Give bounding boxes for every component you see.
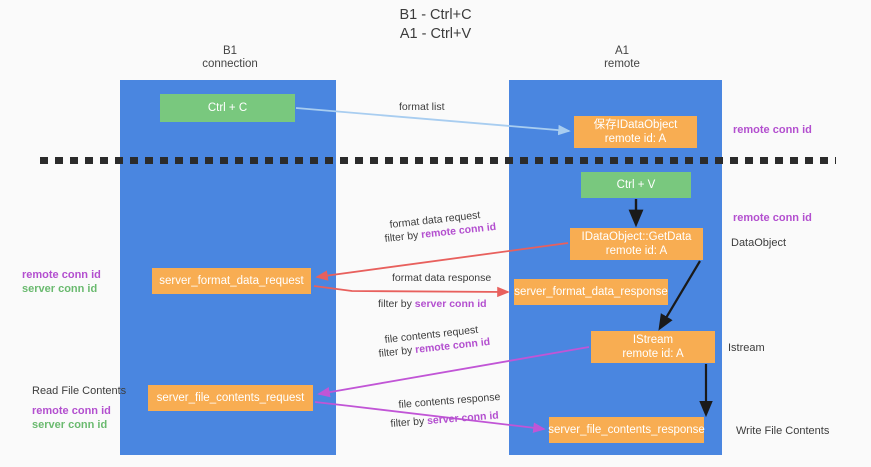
read-file-contents-text: Read File Contents — [32, 385, 127, 397]
filter-by-text: filter by — [384, 229, 422, 245]
node-server-file-contents-response[interactable]: server_file_contents_response — [548, 417, 705, 443]
node-istream[interactable]: IStream remote id: A — [591, 331, 715, 363]
node-idataobject[interactable]: 保存IDataObject remote id: A — [574, 116, 697, 148]
server-conn-id-text: server conn id — [414, 298, 487, 310]
edge-label-format-data-response: format data response — [392, 272, 492, 284]
edge-label-format-list: format list — [399, 101, 445, 113]
edge-label-file-contents-response: file contents response — [398, 390, 501, 411]
server-conn-id-text: server conn id — [32, 419, 108, 431]
column-header-b1: B1 connection — [202, 45, 258, 70]
side-label-remote-conn-id-top: remote conn id — [733, 124, 812, 136]
remote-conn-id-text: remote conn id — [22, 269, 101, 281]
node-ctrl-c[interactable]: Ctrl + C — [160, 94, 295, 122]
side-label-istream: Istream — [728, 342, 765, 354]
node-server-format-data-response[interactable]: server_format_data_response — [514, 279, 668, 305]
side-label-conn-ids-format: remote conn id server conn id — [22, 268, 101, 296]
server-conn-id-text: server conn id — [426, 409, 500, 428]
node-ctrl-v[interactable]: Ctrl + V — [581, 172, 691, 198]
server-conn-id-text: server conn id — [22, 283, 98, 295]
filter-by-text: filter by — [378, 344, 416, 360]
diagram-title: B1 - Ctrl+C A1 - Ctrl+V — [399, 7, 472, 42]
arrow-format-data-response — [313, 285, 510, 298]
node-server-file-contents-request[interactable]: server_file_contents_request — [148, 385, 313, 411]
column-header-a1: A1 remote — [604, 45, 640, 70]
node-server-format-data-request[interactable]: server_format_data_request — [152, 268, 311, 294]
filter-by-text: filter by — [378, 298, 415, 310]
side-label-dataobject: DataObject — [731, 237, 787, 249]
remote-conn-id-text: remote conn id — [32, 405, 111, 417]
side-label-remote-conn-id-mid: remote conn id — [733, 212, 812, 224]
side-label-write-file-contents: Write File Contents — [736, 425, 830, 437]
edge-label-file-contents-response-filter: filter by server conn id — [390, 409, 499, 430]
side-label-read-file-contents-group: Read File Contents remote conn id server… — [32, 384, 126, 432]
filter-by-text: filter by — [390, 415, 428, 430]
edge-label-format-data-response-filter: filter by server conn id — [378, 298, 487, 311]
node-idataobject-getdata[interactable]: IDataObject::GetData remote id: A — [570, 228, 703, 260]
